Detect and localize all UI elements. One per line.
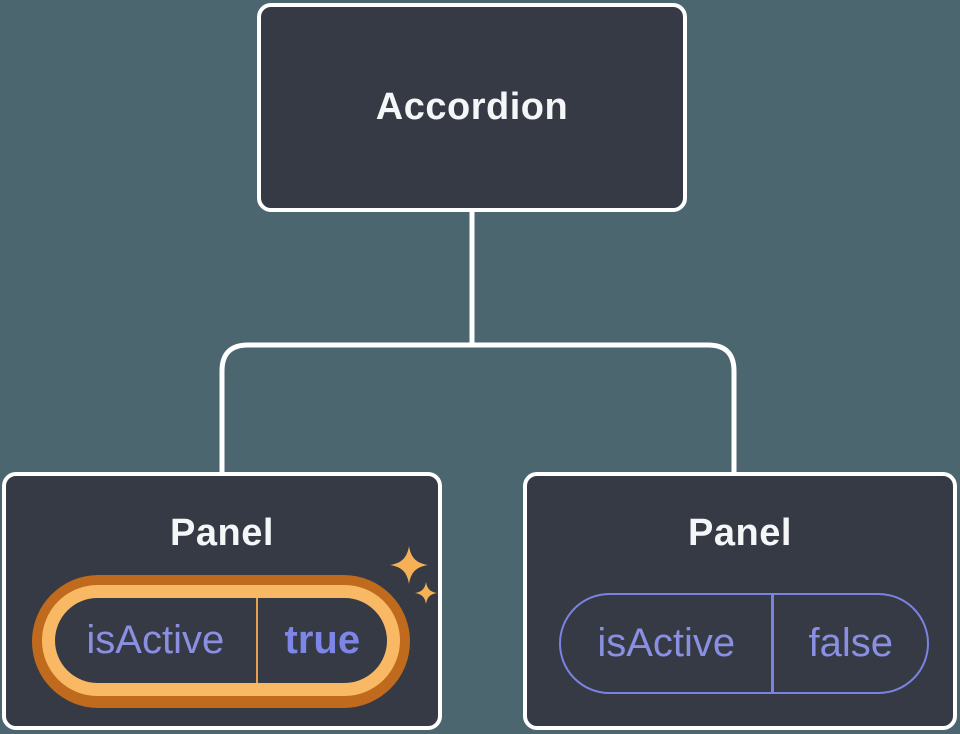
node-panel-inactive: Panel isActive false xyxy=(523,472,957,730)
panel-label: Panel xyxy=(170,512,274,554)
state-pill-inactive: isActive false xyxy=(559,593,929,694)
pill-divider xyxy=(255,598,258,683)
node-accordion: Accordion xyxy=(257,3,687,212)
pill-divider xyxy=(771,595,775,692)
sparkle-icon xyxy=(415,582,437,604)
prop-value-cell: false xyxy=(774,595,927,692)
prop-name-label: isActive xyxy=(597,621,736,665)
state-pill-active: isActive true xyxy=(32,575,410,708)
prop-value-label: false xyxy=(808,621,893,665)
state-pill-active-inner: isActive true xyxy=(42,585,400,696)
prop-name-cell: isActive xyxy=(561,595,771,692)
sparkle-icon xyxy=(390,546,428,584)
prop-name-cell: isActive xyxy=(55,598,256,683)
node-panel-active: Panel isActive true xyxy=(2,472,442,730)
prop-name-label: isActive xyxy=(86,618,225,662)
panel-label: Panel xyxy=(688,512,792,554)
prop-value-cell: true xyxy=(258,598,387,683)
prop-value-label: true xyxy=(284,618,361,662)
accordion-label: Accordion xyxy=(375,86,569,128)
